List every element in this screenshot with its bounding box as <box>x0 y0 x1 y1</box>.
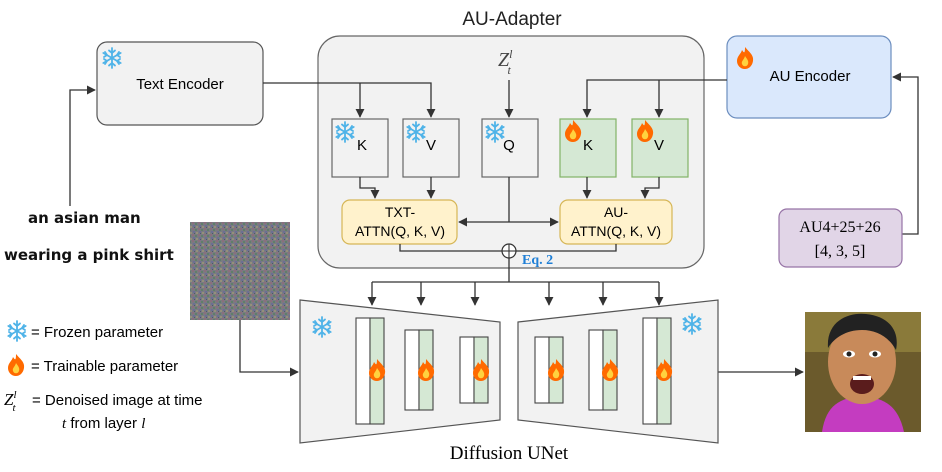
eq-label: Eq. 2 <box>522 253 553 268</box>
unet-encoder-shape <box>299 299 501 444</box>
au-adapter-title: AU-Adapter <box>462 9 562 30</box>
legend-trainable: = Trainable parameter <box>31 358 178 375</box>
text-encoder-label: Text Encoder <box>136 76 224 93</box>
au-key-label: K <box>583 137 593 154</box>
prompt-line2: wearing a pink shirt <box>4 246 174 264</box>
flame-icon <box>8 354 25 376</box>
au-encoder-box <box>726 35 892 119</box>
txt-attn-label-line2: ATTN(Q, K, V) <box>355 223 445 239</box>
txt-key-label: K <box>357 137 367 154</box>
output-face-image <box>805 312 921 432</box>
au-condition-line1: AU4+25+26 <box>799 219 880 236</box>
prompt-line1: an asian man <box>28 209 141 227</box>
au-attn-label-line1: AU- <box>604 204 628 220</box>
legend-denoised-line1: = Denoised image at time <box>32 392 203 409</box>
au-attn-label-line2: ATTN(Q, K, V) <box>571 223 661 239</box>
query-box <box>481 118 539 178</box>
noise-input-image <box>190 222 290 320</box>
snowflake-icon <box>7 320 27 342</box>
txt-attn-label-line1: TXT- <box>385 204 416 220</box>
au-value-label: V <box>654 137 664 154</box>
txt-value-label: V <box>426 137 436 154</box>
au-condition-box <box>778 208 903 268</box>
au-condition-line2: [4, 3, 5] <box>815 243 866 260</box>
txt-key-box <box>331 118 389 178</box>
au-encoder-label: AU Encoder <box>770 68 851 85</box>
legend-frozen: = Frozen parameter <box>31 324 163 341</box>
unet-label: Diffusion UNet <box>450 443 569 464</box>
query-label: Q <box>503 137 515 154</box>
txt-value-box <box>402 118 460 178</box>
adapter-connectors <box>69 72 919 377</box>
legend-denoised-line2: t from layer l <box>62 415 145 432</box>
